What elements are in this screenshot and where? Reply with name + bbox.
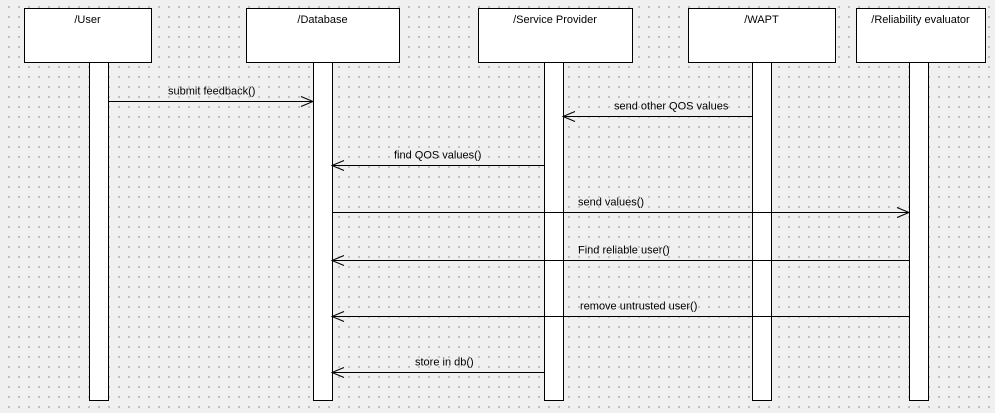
arrowhead-icon xyxy=(330,367,345,378)
lifeline-header-box[interactable] xyxy=(478,8,633,63)
lifeline-label: /Reliability evaluator xyxy=(871,14,970,26)
messages: submit feedback() send other QOS values fi… xyxy=(108,86,911,378)
message-label: store in db() xyxy=(415,357,474,369)
message-6[interactable]: remove untrusted user() xyxy=(330,301,909,322)
activation-bar[interactable] xyxy=(544,62,564,401)
lifeline-label: /User xyxy=(74,14,101,26)
activation-bar[interactable] xyxy=(313,62,333,401)
lifeline-reliability-evaluator: /Reliability evaluator xyxy=(856,8,986,401)
arrowhead-icon xyxy=(300,96,315,107)
lifeline-label: /Service Provider xyxy=(513,14,597,26)
arrowhead-icon xyxy=(896,207,911,218)
message-1[interactable]: submit feedback() xyxy=(108,86,315,107)
lifelines: /User/Database/Service Provider/WAPT/Rel… xyxy=(24,8,986,401)
message-4[interactable]: send values() xyxy=(332,197,911,218)
lifeline-label: /WAPT xyxy=(744,14,779,26)
message-5[interactable]: Find reliable user() xyxy=(330,245,909,266)
lifeline-label: /Database xyxy=(297,14,347,26)
arrowhead-icon xyxy=(561,111,576,122)
message-7[interactable]: store in db() xyxy=(330,357,544,378)
message-label: send values() xyxy=(578,197,644,209)
message-label: remove untrusted user() xyxy=(580,301,697,313)
message-label: send other QOS values xyxy=(614,101,729,113)
message-2[interactable]: send other QOS values xyxy=(561,101,752,122)
arrowhead-icon xyxy=(330,255,345,266)
message-label: Find reliable user() xyxy=(578,245,670,257)
arrowhead-icon xyxy=(330,311,345,322)
message-label: find QOS values() xyxy=(394,150,481,162)
activation-bar[interactable] xyxy=(752,62,772,401)
activation-bar[interactable] xyxy=(909,62,929,401)
message-label: submit feedback() xyxy=(168,86,255,98)
arrowhead-icon xyxy=(330,160,345,171)
lifeline-header-box[interactable] xyxy=(24,8,152,63)
lifeline-wapt: /WAPT xyxy=(688,8,836,401)
lifeline-user: /User xyxy=(24,8,152,401)
lifeline-database: /Database xyxy=(246,8,400,401)
activation-bar[interactable] xyxy=(89,62,109,401)
lifeline-header-box[interactable] xyxy=(246,8,400,63)
message-3[interactable]: find QOS values() xyxy=(330,150,544,171)
